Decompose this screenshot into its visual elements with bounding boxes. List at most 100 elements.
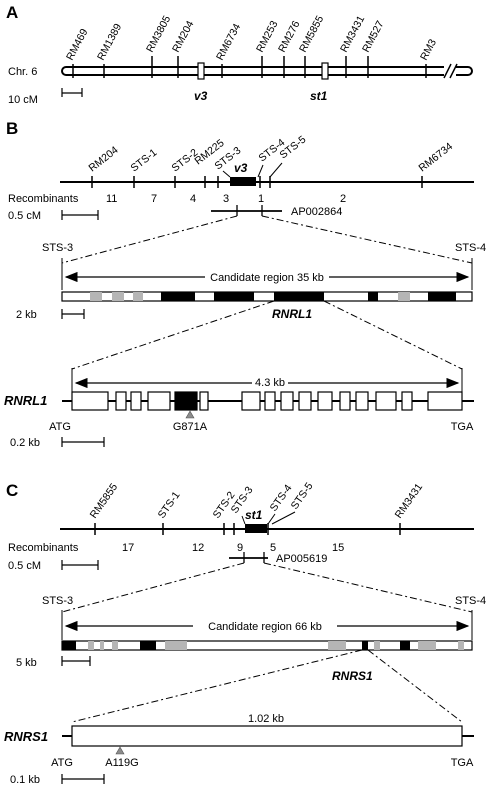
recomb-c-2: 9 — [237, 542, 243, 554]
marker-rm3805: RM3805 — [144, 14, 173, 55]
panel-c-zoom-right — [263, 562, 473, 613]
panel-c-letter: C — [6, 481, 18, 500]
panel-c-st1-interval — [245, 524, 267, 533]
panel-c-bac-clone — [229, 552, 268, 563]
panel-c-bac-label: AP005619 — [276, 553, 327, 565]
panel-c-gene-scale-label: 0.1 kb — [10, 774, 40, 786]
panel-c-start-codon: ATG — [51, 757, 73, 769]
panel-c-gene-zoom-left — [71, 649, 363, 723]
marker-rm469: RM469 — [64, 27, 91, 63]
panel-b-v3-label: v3 — [234, 161, 248, 175]
panel-b-gene-zoom-left — [71, 300, 275, 370]
panel-b-recombinants-label: Recombinants — [8, 193, 79, 205]
recomb-c-1: 12 — [192, 542, 204, 554]
recomb-b-0: 11 — [106, 193, 117, 205]
panel-b-start-codon: ATG — [49, 421, 71, 433]
panel-c-left-marker: STS-3 — [42, 595, 73, 607]
panel-c-gene-label: RNRS1 — [332, 669, 373, 683]
panel-b: B RM204 STS-1 STS-2 RM225 STS-3 STS-4 ST… — [4, 119, 486, 449]
panel-b-gene-structure-label: RNRL1 — [4, 393, 47, 408]
panel-c-cm-scale-bar — [61, 560, 99, 570]
marker-rm3: RM3 — [418, 37, 439, 62]
panel-c-gene-scale-bar — [61, 774, 105, 784]
panel-b-gene-zoom-right — [323, 300, 463, 370]
rnrs1-gene-structure — [62, 725, 474, 747]
panel-c-candidate-label: Candidate region 66 kb — [208, 621, 322, 633]
marker-c-sts1: STS-1 — [156, 489, 183, 520]
panel-a-scale-bar — [61, 88, 83, 97]
panel-b-left-marker: STS-3 — [42, 242, 73, 254]
marker-rm5855: RM5855 — [297, 14, 326, 55]
recomb-b-2: 4 — [190, 193, 196, 205]
rnrs1-orf — [362, 641, 368, 650]
rnrl1-orf — [274, 292, 324, 301]
gene-st1-label: st1 — [310, 89, 328, 103]
v3-locus-box — [197, 62, 205, 80]
panel-b-markers: RM204 STS-1 STS-2 RM225 STS-3 STS-4 STS-… — [86, 133, 455, 188]
panel-a-scale-label: 10 cM — [8, 94, 38, 106]
marker-b-rm6734: RM6734 — [416, 140, 455, 174]
panel-b-kb-scale-bar — [61, 309, 85, 319]
panel-b-bac-label: AP002864 — [291, 206, 342, 218]
panel-b-gene-length: 4.3 kb — [255, 377, 285, 389]
panel-b-zoom-left — [61, 215, 238, 264]
panel-a: A Chr. 6 RM469 RM1389 — [6, 3, 473, 106]
recomb-b-1: 7 — [151, 193, 157, 205]
recomb-b-5: 2 — [340, 193, 346, 205]
panel-b-mutation-label: G871A — [173, 421, 208, 433]
panel-b-cm-scale-label: 0.5 cM — [8, 210, 41, 222]
recomb-b-3: 3 — [223, 193, 229, 205]
st1-locus-box — [321, 62, 329, 80]
panel-c-gene-structure-label: RNRS1 — [4, 729, 48, 744]
rnrl1-mutation-marker — [185, 410, 195, 419]
panel-b-candidate-bg — [205, 270, 329, 284]
panel-b-right-marker: STS-4 — [455, 242, 486, 254]
rnrl1-gene-structure — [62, 391, 474, 411]
panel-c-orf-bar — [61, 640, 473, 651]
panel-b-candidate-label: Candidate region 35 kb — [210, 272, 324, 284]
panel-c-gene-zoom-right — [367, 649, 463, 723]
panel-b-letter: B — [6, 119, 18, 138]
panel-b-kb-scale-label: 2 kb — [16, 309, 37, 321]
panel-c-kb-scale-bar — [61, 656, 91, 666]
panel-c-gene-length: 1.02 kb — [248, 713, 284, 725]
chromosome-label: Chr. 6 — [8, 66, 37, 78]
marker-c-rm5855: RM5855 — [88, 481, 121, 521]
rnrl1-mutated-exon — [174, 391, 198, 411]
chromosome-6 — [61, 62, 473, 80]
rnrs1-mutation-marker — [115, 746, 125, 755]
panel-b-orf-bar — [61, 291, 473, 302]
marker-c-rm3431: RM3431 — [393, 481, 426, 521]
panel-b-cm-scale-bar — [61, 210, 99, 220]
marker-c-sts4: STS-4 — [268, 482, 295, 513]
panel-c-st1-label: st1 — [245, 508, 263, 522]
panel-a-letter: A — [6, 3, 18, 22]
panel-b-stop-codon: TGA — [451, 421, 474, 433]
panel-c: C RM5855 STS-1 STS-2 STS-3 STS-4 STS-5 R… — [4, 480, 486, 786]
recomb-b-4: 1 — [258, 193, 264, 205]
recomb-c-3: 5 — [270, 542, 276, 554]
marker-b-sts1: STS-1 — [128, 146, 159, 174]
panel-c-zoom-left — [61, 562, 245, 613]
panel-b-v3-interval — [230, 177, 256, 186]
recomb-c-0: 17 — [122, 542, 134, 554]
panel-c-kb-scale-label: 5 kb — [16, 657, 37, 669]
marker-rm6734: RM6734 — [214, 22, 243, 63]
marker-rm1389: RM1389 — [95, 22, 124, 63]
panel-b-bac-clone — [211, 205, 282, 216]
panel-c-recombinants-label: Recombinants — [8, 542, 79, 554]
panel-b-zoom-right — [261, 215, 473, 264]
panel-c-right-marker: STS-4 — [455, 595, 486, 607]
marker-c-sts5: STS-5 — [289, 480, 316, 511]
marker-b-sts5: STS-5 — [277, 133, 308, 161]
marker-b-rm204: RM204 — [86, 144, 120, 174]
panel-c-stop-codon: TGA — [451, 757, 474, 769]
gene-v3-label: v3 — [194, 89, 208, 103]
panel-b-gene-label: RNRL1 — [272, 307, 312, 321]
panel-b-gene-scale-label: 0.2 kb — [10, 437, 40, 449]
recomb-c-4: 15 — [332, 542, 344, 554]
marker-rm204: RM204 — [170, 19, 197, 55]
panel-c-cm-scale-label: 0.5 cM — [8, 560, 41, 572]
panel-c-mutation-label: A119G — [105, 757, 138, 769]
